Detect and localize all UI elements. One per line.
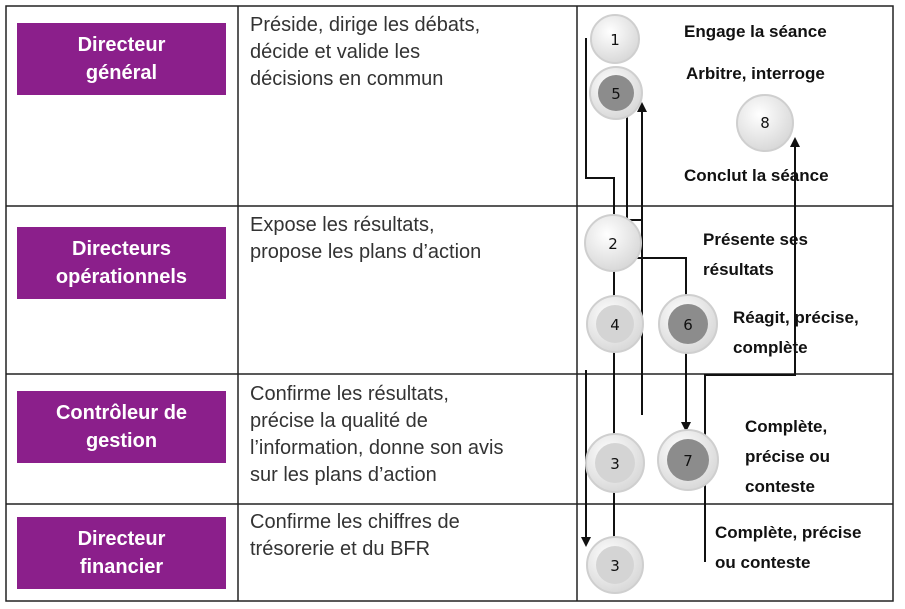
step-bead-7: 7 [657,429,719,491]
step-label-line: complète [733,338,808,357]
role-line: Directeur [77,528,166,550]
role-line: Directeur [77,34,166,56]
role-line: gestion [85,430,158,452]
step-label-line: Présente ses [703,230,808,249]
role-directeurs-operationnels: Directeurs opérationnels [17,227,226,299]
step-label-line: Complète, précise [715,523,862,542]
step-label-line: conteste [745,477,815,496]
description-line: Expose les résultats, [250,214,435,236]
description-controleur-de-gestion: Confirme les résultats, précise la quali… [250,381,503,489]
description-directeur-general: Préside, dirige les débats, décide et va… [250,12,480,93]
step-bead-5: 5 [589,66,643,120]
description-line: Préside, dirige les débats, [250,14,481,36]
step-label-line: résultats [703,260,774,279]
step-label-6: Réagit, précise, complète [733,303,859,363]
step-bead-1: 1 [590,14,640,64]
step-label-line: Arbitre, interroge [686,64,825,83]
flow-arrow-1-to-4 [585,38,619,315]
step-bead-2: 2 [584,214,642,272]
description-line: sur les plans d’action [250,464,437,486]
step-label-line: ou conteste [715,553,811,572]
step-number: 6 [683,316,693,334]
step-number: 3 [610,455,620,473]
description-line: décide et valide les [250,41,421,63]
role-directeur-financier: Directeur financier [17,517,226,589]
step-number: 7 [683,452,693,470]
role-line: financier [79,556,164,578]
flow-arrow-to-5 [622,94,643,275]
role-directeur-general: Directeur général [17,23,226,95]
step-number: 3 [610,557,620,575]
description-line: Confirme les résultats, [250,383,449,405]
description-line: Confirme les chiffres de [250,511,460,533]
step-label-line: précise ou [745,447,831,466]
step-label-5: Arbitre, interroge [686,59,825,89]
role-line: opérationnels [55,266,188,288]
description-directeur-financier: Confirme les chiffres de trésorerie et d… [250,509,460,563]
step-label-8: Conclut la séance [684,161,829,191]
step-label-3-financier: Complète, précise ou conteste [715,518,861,578]
role-line: Contrôleur de [55,402,188,424]
step-label-line: Conclut la séance [684,166,829,185]
step-label-7: Complète, précise ou conteste [745,412,830,502]
step-label-1: Engage la séance [684,17,827,47]
step-number: 4 [610,316,620,334]
role-controleur-de-gestion: Contrôleur de gestion [17,391,226,463]
step-number: 2 [608,235,618,253]
role-line: général [85,62,158,84]
description-line: propose les plans d’action [250,241,482,263]
step-number: 5 [611,85,621,103]
description-directeurs-operationnels: Expose les résultats, propose les plans … [250,212,481,266]
step-label-line: Réagit, précise, [733,308,859,327]
description-line: décisions en commun [250,68,444,90]
step-label-2: Présente ses résultats [703,225,808,285]
description-line: l’information, donne son avis [250,437,504,459]
description-line: précise la qualité de [250,410,428,432]
flow-arrow-2-to-6 [612,257,691,320]
step-bead-8: 8 [736,94,794,152]
step-bead-3-financier: 3 [586,536,644,594]
step-label-line: Engage la séance [684,22,827,41]
step-bead-6: 6 [658,294,718,354]
step-bead-3-controleur: 3 [585,433,645,493]
step-number: 8 [760,114,770,132]
role-line: Directeurs [72,238,171,260]
step-number: 1 [610,31,620,49]
description-line: trésorerie et du BFR [250,538,431,560]
step-label-line: Complète, [745,417,828,436]
step-bead-4: 4 [586,295,644,353]
